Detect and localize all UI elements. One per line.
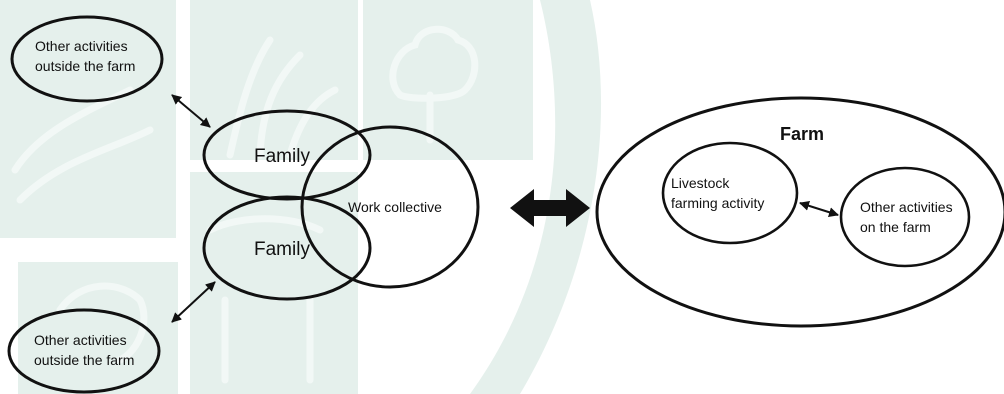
double-arrow-work-farm	[510, 189, 590, 227]
ellipse-farm	[595, 96, 1004, 328]
ellipse-family-bottom	[202, 195, 372, 301]
tree-icon	[389, 25, 479, 144]
ellipse-family-top	[202, 109, 372, 201]
node-livestock: Livestock farming activity	[661, 141, 799, 245]
arrow-outside-bottom-family	[171, 281, 216, 323]
node-work-collective: Work collective	[300, 125, 480, 289]
arrow-outside-top-family	[171, 94, 211, 128]
family-top-label: Family	[254, 146, 310, 167]
arrow-livestock-other	[799, 200, 839, 218]
bg-tile-grass	[190, 0, 358, 160]
cow-icon	[206, 215, 324, 384]
bg-swoosh	[470, 0, 602, 394]
family-bottom-label: Family	[254, 239, 310, 260]
bg-tile-dna	[0, 0, 176, 238]
ellipse-livestock	[661, 141, 799, 245]
node-family-bottom: Family	[202, 195, 372, 301]
ellipse-work-collective	[300, 125, 480, 289]
outside-bottom-line-1: Other activities	[34, 332, 127, 348]
node-family-top: Family	[202, 109, 372, 201]
ellipse-outside-bottom	[7, 308, 161, 394]
bg-tile-cow	[190, 172, 358, 394]
livestock-line-1: Livestock	[671, 175, 730, 191]
node-outside-bottom: Other activities outside the farm	[7, 308, 161, 394]
background-decoration	[0, 0, 602, 394]
node-other-on-farm: Other activities on the farm	[839, 166, 971, 268]
livestock-line-2: farming activity	[671, 195, 764, 211]
node-farm: Farm	[595, 96, 1004, 328]
ellipse-other-on-farm	[839, 166, 971, 268]
outside-top-line-2: outside the farm	[35, 58, 135, 74]
horse-icon	[56, 282, 148, 364]
outside-top-line-1: Other activities	[35, 38, 128, 54]
work-collective-label: Work collective	[348, 199, 442, 215]
other-on-farm-line-2: on the farm	[860, 219, 931, 235]
bg-tile-horse	[18, 262, 178, 394]
outside-bottom-line-2: outside the farm	[34, 352, 134, 368]
ellipse-outside-top	[10, 15, 164, 103]
other-on-farm-line-1: Other activities	[860, 199, 953, 215]
node-outside-top: Other activities outside the farm	[10, 15, 164, 103]
farm-title: Farm	[780, 124, 824, 144]
bg-tile-tree	[363, 0, 533, 160]
